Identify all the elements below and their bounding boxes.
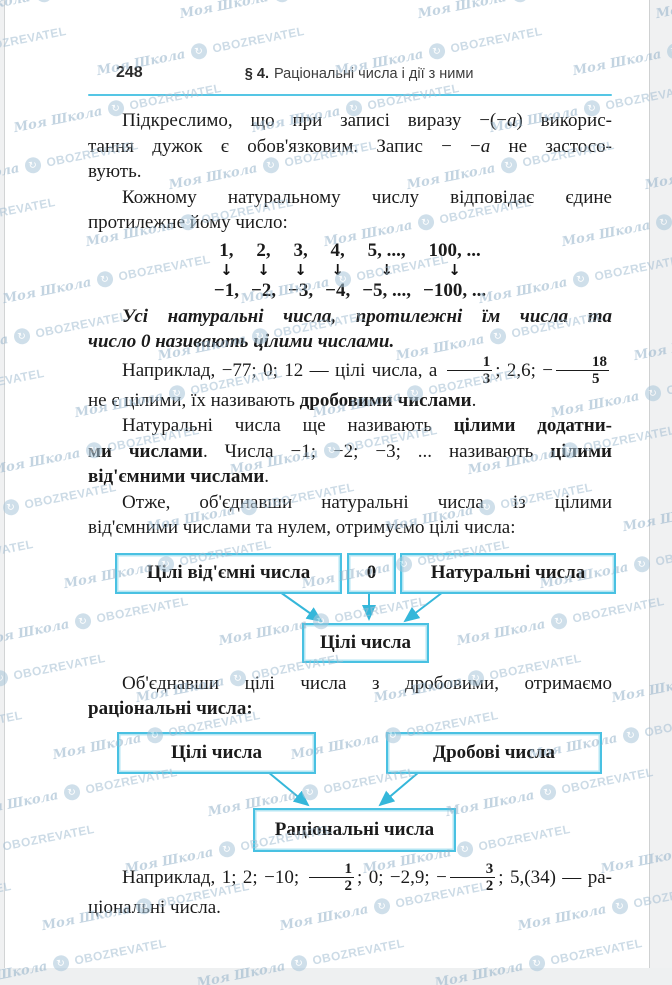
text-line: Усі натуральні числа, протилежні їм числ… bbox=[122, 305, 612, 327]
obozrevatel-logo-icon: ↻ bbox=[610, 896, 630, 916]
obozrevatel-logo-icon: ↻ bbox=[34, 0, 54, 4]
obozrevatel-logo-icon: ↻ bbox=[62, 782, 82, 802]
natural-number: 3, bbox=[293, 239, 308, 261]
watermark: Моя Школа↻OBOZREVATEL bbox=[0, 536, 35, 592]
watermark-site: OBOZREVATEL bbox=[0, 194, 57, 227]
text-line: вують. bbox=[88, 161, 142, 182]
number-pair-column: 100, ...↓−100, ... bbox=[423, 239, 486, 302]
integers-diagram: Цілі від'ємні числа 0 Натуральні числа Ц… bbox=[88, 549, 616, 663]
opposite-number: −1, bbox=[213, 279, 239, 301]
section-title: Раціональні числа і дії з ними bbox=[273, 66, 474, 82]
box-zero: 0 bbox=[347, 552, 396, 594]
box-negative-integers: Цілі від'ємні числа bbox=[115, 552, 342, 594]
natural-number: 5, ..., bbox=[367, 239, 406, 261]
natural-number: 2, bbox=[256, 239, 271, 261]
watermark: Моя Школа↻OBOZREVATEL bbox=[0, 194, 57, 250]
page-header: 248 § 4.Раціональні числа і дії з ними bbox=[88, 64, 612, 86]
page-right-edge bbox=[649, 0, 672, 985]
watermark-site: OBOZREVATEL bbox=[0, 365, 46, 398]
box-fractional-numbers: Дробові числа bbox=[386, 731, 602, 774]
down-arrow-icon: ↓ bbox=[294, 260, 307, 279]
box-integers: Цілі числа bbox=[302, 622, 429, 663]
opposite-number: −3, bbox=[288, 279, 314, 301]
watermark-site: OBOZREVATEL bbox=[1, 821, 96, 854]
box-natural-numbers: Натуральні числа bbox=[400, 552, 616, 594]
natural-number: 1, bbox=[219, 239, 234, 261]
text-line: Об'єднавши цілі числа з дробовими, отрим… bbox=[122, 672, 612, 694]
text-line: ціональні числа. bbox=[88, 896, 221, 918]
text-line: Кожному натуральному числу відповідає єд… bbox=[122, 186, 612, 208]
watermark-brand: Моя Школа bbox=[0, 787, 60, 820]
watermark-site: OBOZREVATEL bbox=[311, 935, 406, 968]
natural-number: 4, bbox=[330, 239, 345, 261]
number-pair-column: 4,↓−4, bbox=[325, 239, 350, 302]
box-integers-2: Цілі числа bbox=[117, 731, 316, 774]
text-line: тання дужок є обов'язковим. Запис − −a н… bbox=[88, 135, 613, 157]
page-number: 248 bbox=[116, 64, 143, 81]
opposite-number: −2, bbox=[250, 279, 277, 301]
page-bottom-edge bbox=[0, 968, 672, 985]
text-line: від'ємними числами та нулем, отримуємо ц… bbox=[88, 517, 516, 538]
watermark: Моя Школа↻OBOZREVATEL bbox=[0, 23, 68, 79]
paragraph-opposite-number: Кожному натуральному числу відповідає єд… bbox=[88, 185, 612, 236]
watermark: Моя Школа↻OBOZREVATEL bbox=[0, 821, 96, 877]
opposite-number: −4, bbox=[325, 279, 351, 301]
page-left-edge bbox=[0, 0, 5, 985]
text-line: від'ємними числами. bbox=[88, 466, 270, 487]
number-pair-column: 3,↓−3, bbox=[288, 239, 313, 302]
text-line: Підкреслимо, що при записі виразу −(−a) … bbox=[122, 110, 612, 131]
opposite-number: −100, ... bbox=[423, 279, 487, 301]
text-line: не є цілими, їх називають дробовими числ… bbox=[88, 389, 477, 411]
paragraph-union-integers: Отже, об'єднавши натуральні числа із ціл… bbox=[88, 490, 612, 541]
obozrevatel-logo-icon: ↻ bbox=[621, 725, 641, 745]
opposite-numbers-map: 1,↓−1,2,↓−2,3,↓−3,4,↓−4,5, ...,↓−5, ...,… bbox=[88, 239, 612, 302]
number-pair-column: 5, ...,↓−5, ..., bbox=[362, 239, 411, 302]
page-content: 248 § 4.Раціональні числа і дії з ними П… bbox=[88, 0, 616, 921]
chapter-title: § 4.Раціональні числа і дії з ними bbox=[245, 66, 474, 82]
text-line: ми числами. Числа −1; −2; −3; ... назива… bbox=[88, 440, 612, 462]
text-line: число 0 називають цілими числами. bbox=[88, 331, 395, 352]
text-line: Отже, об'єднавши натуральні числа із ціл… bbox=[122, 491, 612, 513]
number-pair-column: 1,↓−1, bbox=[214, 239, 239, 302]
obozrevatel-logo-icon: ↻ bbox=[12, 326, 32, 346]
opposite-number: −5, ..., bbox=[362, 279, 412, 301]
paragraph-integers-definition: Усі натуральні числа, протилежні їм числ… bbox=[88, 304, 612, 355]
rationals-diagram: Цілі числа Дробові числа Раціональні чис… bbox=[88, 728, 612, 852]
down-arrow-icon: ↓ bbox=[448, 260, 461, 279]
text-line: раціональні числа: bbox=[88, 698, 253, 719]
watermark-site: OBOZREVATEL bbox=[73, 935, 168, 968]
watermark-brand: Моя Школа bbox=[0, 445, 82, 478]
watermark-brand: Моя Школа bbox=[1, 274, 93, 307]
down-arrow-icon: ↓ bbox=[257, 260, 270, 279]
watermark-site: OBOZREVATEL bbox=[549, 935, 644, 968]
down-arrow-icon: ↓ bbox=[331, 260, 344, 279]
section-number: § 4. bbox=[244, 66, 269, 82]
box-rational-numbers: Раціональні числа bbox=[253, 807, 456, 852]
paragraph-union-rationals: Об'єднавши цілі числа з дробовими, отрим… bbox=[88, 671, 612, 722]
watermark: Моя Школа↻OBOZREVATEL bbox=[0, 365, 46, 421]
down-arrow-icon: ↓ bbox=[220, 260, 233, 279]
header-rule bbox=[88, 94, 612, 96]
text-line: Натуральні числа ще називають цілими дод… bbox=[122, 415, 612, 436]
paragraph-positive-negative: Натуральні числа ще називають цілими дод… bbox=[88, 413, 612, 490]
watermark-site: OBOZREVATEL bbox=[0, 536, 35, 569]
text-line: протилежне йому число: bbox=[88, 212, 288, 233]
natural-number: 100, ... bbox=[428, 239, 481, 261]
watermark-brand: Моя Школа bbox=[0, 616, 71, 649]
watermark-site: OBOZREVATEL bbox=[0, 23, 68, 56]
down-arrow-icon: ↓ bbox=[380, 260, 393, 279]
number-pair-column: 2,↓−2, bbox=[251, 239, 276, 302]
obozrevatel-logo-icon: ↻ bbox=[23, 155, 43, 175]
paragraph-brackets-note: Підкреслимо, що при записі виразу −(−a) … bbox=[88, 108, 612, 185]
